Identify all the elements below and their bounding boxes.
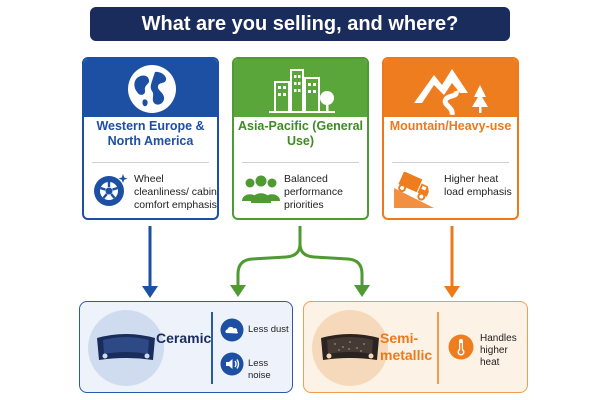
region-description: Balanced performance priorities: [284, 173, 343, 211]
material-box-ceramic: Ceramic Less dust Less noise: [79, 301, 293, 393]
divider: [242, 162, 359, 163]
thermometer-icon: [448, 334, 474, 360]
feature-label: Less dust: [248, 324, 289, 335]
arrow-to-ceramic: [142, 226, 158, 298]
wheel-icon: [94, 174, 128, 206]
arrow-to-both: [230, 226, 370, 297]
city-skyline-icon: [269, 69, 335, 113]
region-card-western-europe: Western Europe & North America Wheel cle…: [82, 57, 219, 220]
region-card-mountain: Mountain/Heavy-use Higher heat load emph…: [382, 57, 519, 220]
dust-cloud-icon: [220, 318, 244, 342]
divider: [92, 162, 209, 163]
people-group-icon: [242, 175, 280, 203]
region-description: Wheel cleanliness/ cabin comfort emphasi…: [134, 173, 217, 211]
region-header-mountain: [384, 59, 517, 117]
speaker-icon: [220, 352, 244, 376]
feature-label: Less noise: [248, 358, 271, 381]
brake-pad-icon: [97, 334, 155, 360]
mountain-road-icon: [414, 69, 488, 115]
material-name: Ceramic: [156, 330, 212, 346]
region-card-asia-pacific: Asia-Pacific (General Use) Balanced perf…: [232, 57, 369, 220]
region-title: Western Europe & North America: [96, 119, 205, 148]
region-description: Higher heat load emphasis: [444, 173, 512, 198]
material-name: Semi-metallic: [380, 330, 433, 363]
region-title: Asia-Pacific (General Use): [237, 119, 364, 148]
region-header-western-europe: [84, 59, 217, 117]
divider: [392, 162, 509, 163]
brake-pad-icon: [321, 334, 379, 360]
feature-label: Handles higher heat: [480, 333, 517, 368]
truck-downhill-icon: [394, 172, 434, 208]
divider: [211, 312, 213, 384]
region-title: Mountain/Heavy-use: [389, 119, 512, 133]
arrow-to-semi-metallic: [444, 226, 460, 298]
divider: [437, 312, 439, 384]
region-header-asia-pacific: [234, 59, 367, 117]
globe-icon: [128, 65, 176, 113]
page-title: What are you selling, and where?: [90, 7, 510, 41]
material-box-semi-metallic: Semi-metallic Handles higher heat: [303, 301, 528, 393]
